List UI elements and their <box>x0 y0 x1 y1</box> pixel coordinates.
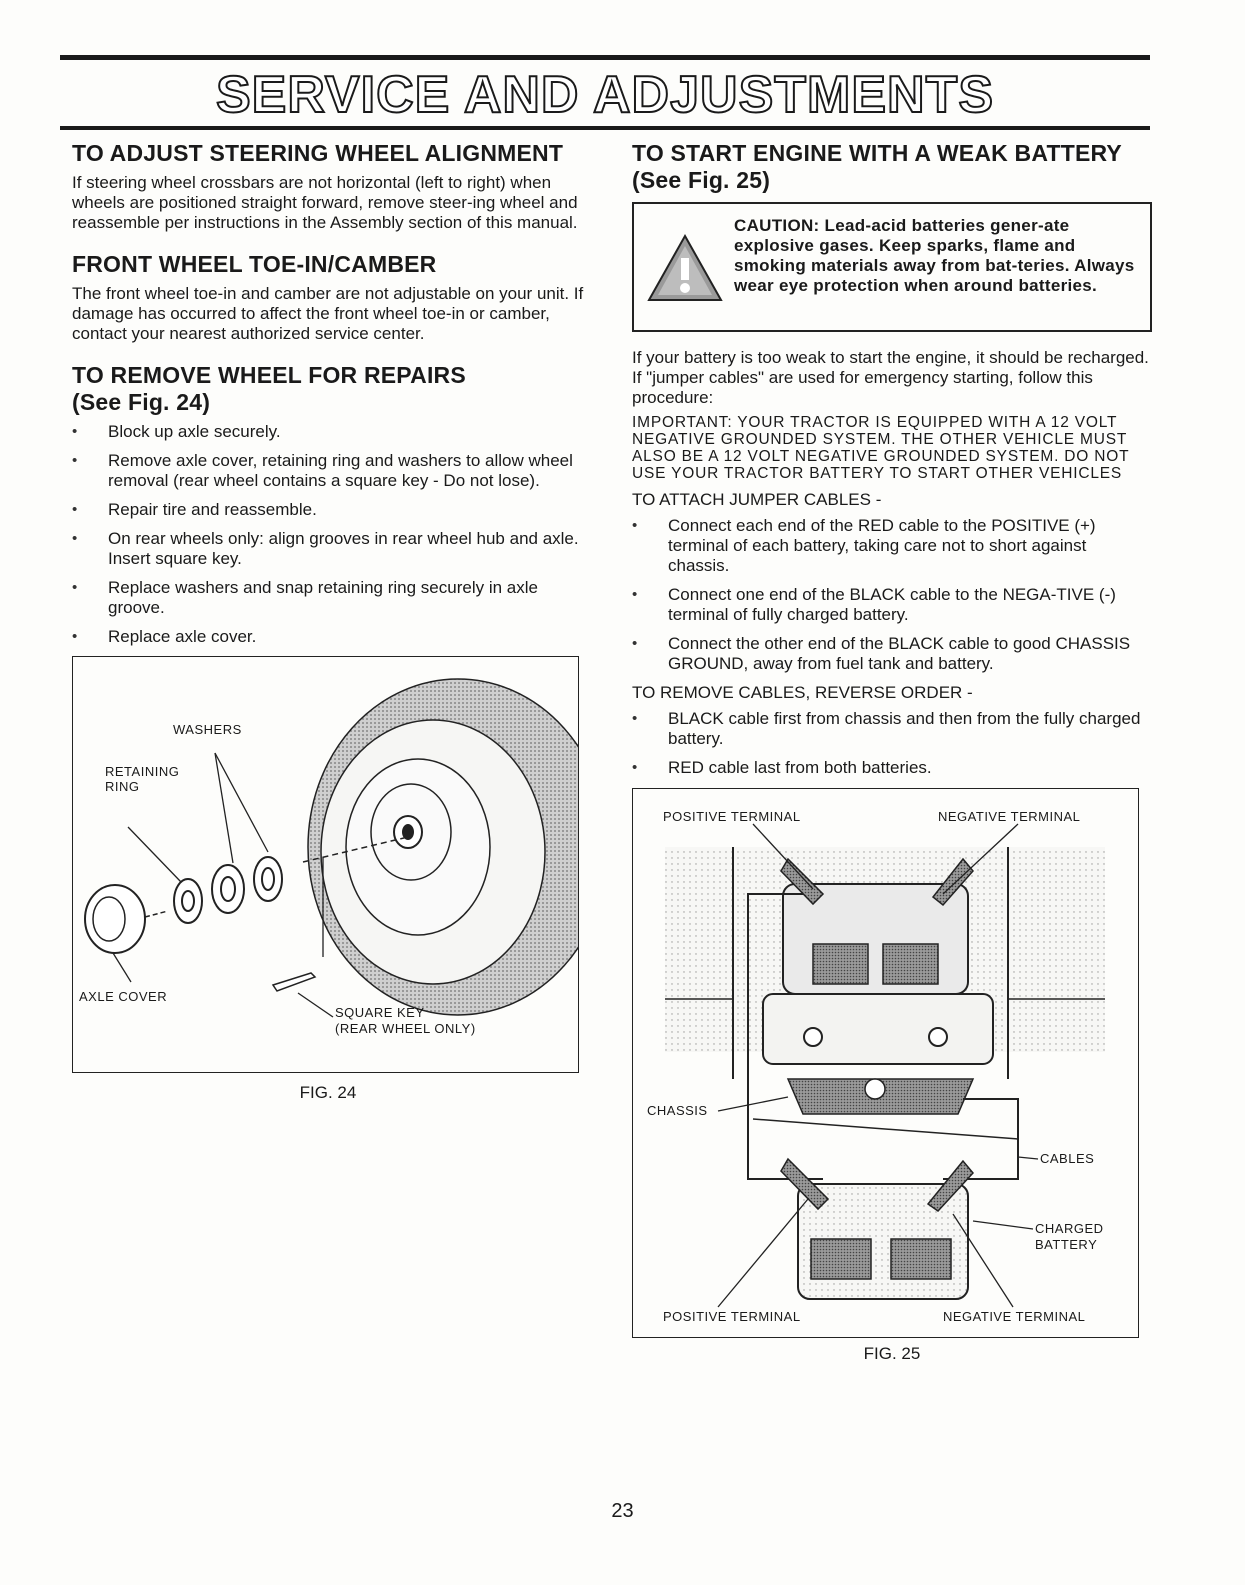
page-title: SERVICE AND ADJUSTMENTS <box>215 65 995 125</box>
list-item: Remove axle cover, retaining ring and wa… <box>72 451 584 491</box>
toe-heading: FRONT WHEEL TOE-IN/CAMBER <box>72 251 437 277</box>
remove-cables-steps: BLACK cable first from chassis and then … <box>632 709 1152 778</box>
axle-cover-label: AXLE COVER <box>79 989 168 1004</box>
attach-heading: TO ATTACH JUMPER CABLES - <box>632 490 882 509</box>
cables-label: CABLES <box>1040 1151 1095 1166</box>
remove-wheel-section: TO REMOVE WHEEL FOR REPAIRS (See Fig. 24… <box>72 362 584 647</box>
square-key-shape <box>271 972 334 1018</box>
top-rule <box>60 55 1150 60</box>
negative-terminal-top-label: NEGATIVE TERMINAL <box>938 809 1081 824</box>
list-item: Block up axle securely. <box>72 422 584 442</box>
caution-box: CAUTION: Lead-acid batteries gener-ate e… <box>632 202 1152 332</box>
tire-shape <box>307 678 578 1016</box>
list-item: Repair tire and reassemble. <box>72 500 584 520</box>
figure-24: WASHERS RETAINING RING AXLE COVER SQUARE… <box>72 656 579 1073</box>
tractor-battery-shape <box>782 883 969 995</box>
list-item: Connect the other end of the BLACK cable… <box>632 634 1152 674</box>
charged-battery-label-line1: CHARGED <box>1035 1221 1104 1236</box>
list-item: Replace washers and snap retaining ring … <box>72 578 584 618</box>
warning-triangle-icon <box>647 233 723 301</box>
left-column: TO ADJUST STEERING WHEEL ALIGNMENT If st… <box>72 140 584 1103</box>
list-item: Connect each end of the RED cable to the… <box>632 516 1152 576</box>
washers-label: WASHERS <box>173 722 242 737</box>
page-number: 23 <box>611 1500 634 1522</box>
title-underline <box>60 126 1150 130</box>
washers-shape <box>211 856 283 914</box>
axle-cover-shape <box>84 884 169 954</box>
list-item: Replace axle cover. <box>72 627 584 647</box>
wheel-exploded-illustration <box>84 678 578 1018</box>
important-note: IMPORTANT: YOUR TRACTOR IS EQUIPPED WITH… <box>632 414 1130 482</box>
charged-battery-shape <box>780 1157 974 1300</box>
positive-terminal-top-label: POSITIVE TERMINAL <box>663 809 801 824</box>
retaining-ring-label-line2: RING <box>105 779 140 794</box>
retaining-ring-label-line1: RETAINING <box>105 764 180 779</box>
attach-steps: Connect each end of the RED cable to the… <box>632 516 1152 674</box>
charged-battery-label-line2: BATTERY <box>1035 1237 1098 1252</box>
toe-body: The front wheel toe-in and camber are no… <box>72 284 584 343</box>
steering-section: TO ADJUST STEERING WHEEL ALIGNMENT If st… <box>72 140 584 233</box>
remove-cables-heading: TO REMOVE CABLES, REVERSE ORDER - <box>632 683 973 702</box>
list-item: On rear wheels only: align grooves in re… <box>72 529 584 569</box>
square-key-label-line2: (REAR WHEEL ONLY) <box>335 1021 476 1036</box>
list-item: BLACK cable first from chassis and then … <box>632 709 1152 749</box>
right-column: TO START ENGINE WITH A WEAK BATTERY (See… <box>632 140 1152 1364</box>
steering-heading: TO ADJUST STEERING WHEEL ALIGNMENT <box>72 140 564 166</box>
square-key-label-line1: SQUARE KEY <box>335 1005 425 1020</box>
remove-wheel-steps: Block up axle securely. Remove axle cove… <box>72 422 584 647</box>
caution-text: CAUTION: Lead-acid batteries gener-ate e… <box>734 216 1135 295</box>
weak-battery-intro: If your battery is too weak to start the… <box>632 348 1149 407</box>
figure-25-caption: FIG. 25 <box>863 1344 921 1363</box>
remove-wheel-heading: TO REMOVE WHEEL FOR REPAIRS <box>72 362 466 388</box>
chassis-shape <box>786 1078 975 1115</box>
figure-25: POSITIVE TERMINAL NEGATIVE TERMINAL CHAS… <box>632 788 1139 1338</box>
list-item: Connect one end of the BLACK cable to th… <box>632 585 1152 625</box>
jumper-cable-illustration <box>665 823 1105 1308</box>
toe-section: FRONT WHEEL TOE-IN/CAMBER The front whee… <box>72 251 584 344</box>
figure-24-caption: FIG. 24 <box>299 1083 357 1102</box>
steering-body: If steering wheel crossbars are not hori… <box>72 173 578 232</box>
chassis-label: CHASSIS <box>647 1103 708 1118</box>
cables-shape <box>747 893 1019 1180</box>
weak-battery-heading: TO START ENGINE WITH A WEAK BATTERY <box>632 140 1122 166</box>
weak-battery-subheading: (See Fig. 25) <box>632 167 771 193</box>
positive-terminal-bottom-label: POSITIVE TERMINAL <box>663 1309 801 1324</box>
negative-terminal-bottom-label: NEGATIVE TERMINAL <box>943 1309 1086 1324</box>
list-item: RED cable last from both batteries. <box>632 758 1152 778</box>
remove-wheel-subheading: (See Fig. 24) <box>72 389 211 415</box>
retaining-ring-shape <box>173 878 203 924</box>
